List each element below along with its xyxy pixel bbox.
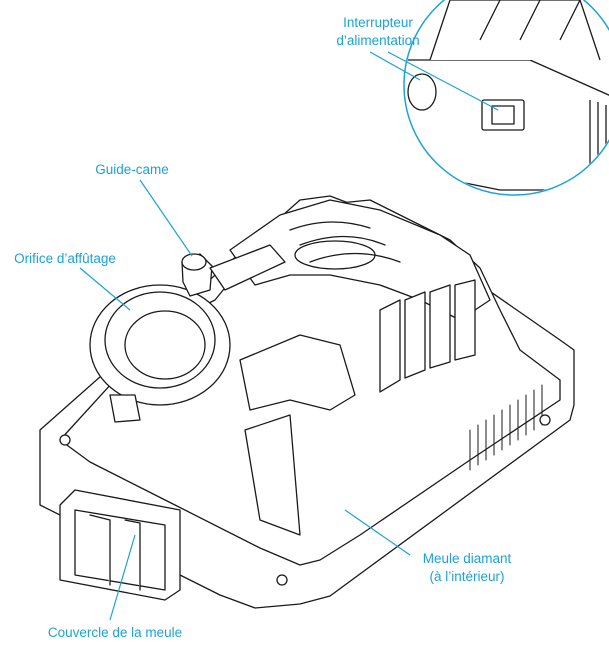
- cam-guide: [181, 244, 286, 297]
- leader-switch-1: [369, 51, 421, 81]
- label-wheel-cover: Couvercle de la meule: [47, 625, 183, 640]
- label-power-switch-line1: Interrupteur: [343, 15, 413, 30]
- label-sharpening-port: Orifice d’affûtage: [14, 251, 116, 266]
- label-power-switch: Interrupteur d’alimentation: [336, 14, 419, 50]
- leader-cam-guide: [139, 179, 193, 257]
- power-switch-inset: [403, 0, 609, 196]
- label-diamond-wheel-line1: Meule diamant: [422, 551, 512, 566]
- screws: [59, 414, 551, 586]
- label-diamond-wheel: Meule diamant (à l’intérieur): [423, 550, 512, 586]
- wheel-cover: [59, 489, 181, 601]
- leader-diamond-wheel: [344, 509, 411, 556]
- label-power-switch-line2: d’alimentation: [336, 33, 420, 48]
- label-cam-guide: Guide-came: [95, 162, 169, 177]
- leader-sharpening-port: [79, 267, 131, 311]
- power-knob: [407, 73, 437, 111]
- leader-wheel-cover: [109, 534, 136, 621]
- sharpening-port: [89, 284, 231, 423]
- leader-switch-2: [387, 51, 499, 111]
- label-diamond-wheel-line2: (à l’intérieur): [429, 569, 505, 584]
